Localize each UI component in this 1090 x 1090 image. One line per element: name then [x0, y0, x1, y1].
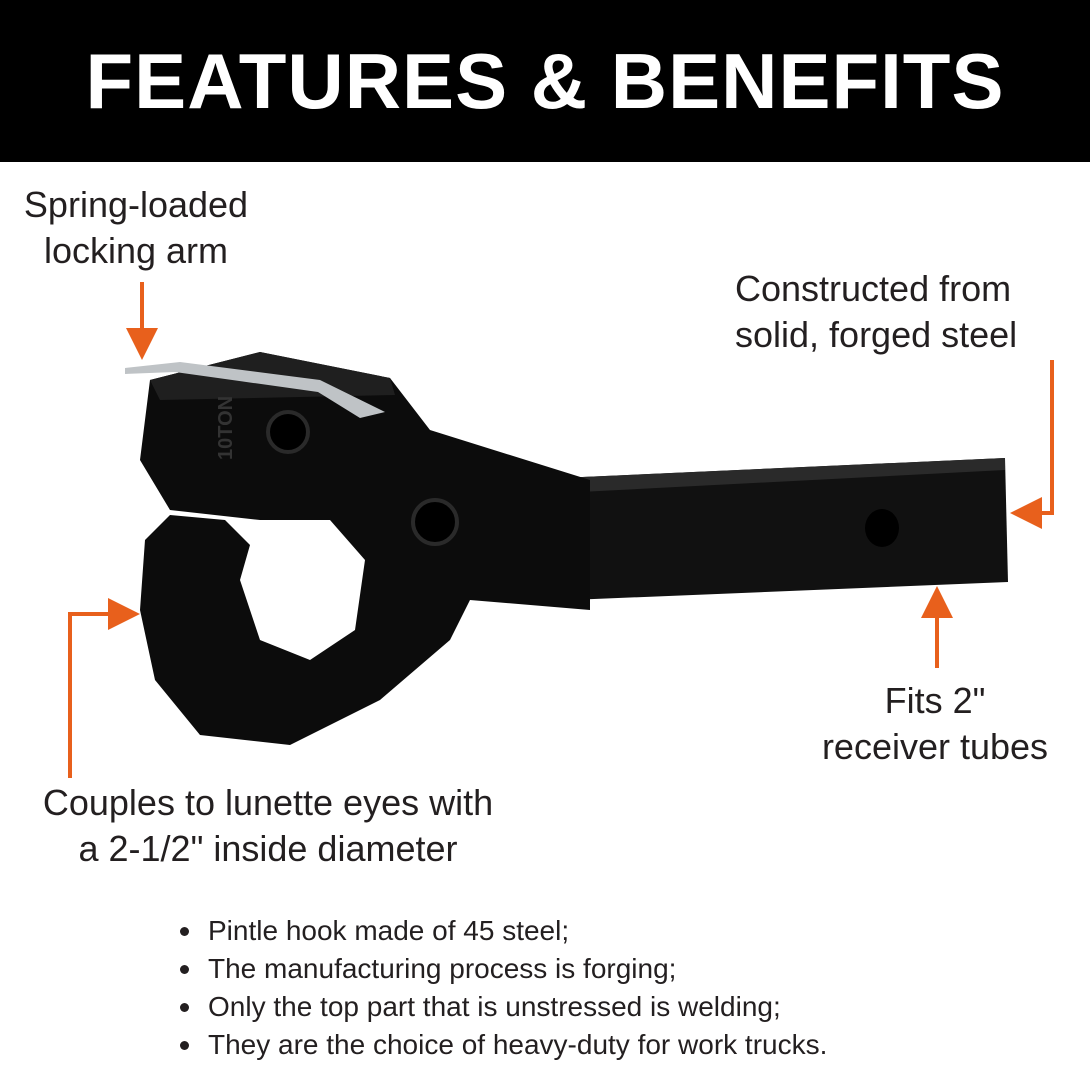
arrow-steel — [1010, 360, 1054, 529]
callout-line: Spring-loaded — [23, 184, 249, 225]
pin-hole — [865, 509, 899, 547]
callout-steel: Constructed from solid, forged steel — [735, 266, 1017, 358]
callout-line: a 2-1/2" inside diameter — [78, 828, 458, 869]
callout-receiver: Fits 2" receiver tubes — [790, 678, 1080, 770]
page-title: FEATURES & BENEFITS — [85, 36, 1005, 125]
feature-list: Pintle hook made of 45 steel; The manufa… — [178, 912, 827, 1064]
list-item: The manufacturing process is forging; — [178, 950, 827, 988]
list-item: They are the choice of heavy-duty for wo… — [178, 1026, 827, 1064]
pintle-hook: 10TON — [125, 352, 590, 745]
callout-lunette: Couples to lunette eyes with a 2-1/2" in… — [0, 780, 536, 872]
callout-locking-arm: Spring-loaded locking arm — [0, 182, 272, 274]
callout-line: Couples to lunette eyes with — [42, 782, 494, 823]
header-banner: FEATURES & BENEFITS — [0, 0, 1090, 162]
callout-line: locking arm — [43, 230, 229, 271]
receiver-shank — [560, 458, 1008, 600]
list-item: Pintle hook made of 45 steel; — [178, 912, 827, 950]
tonnage-marking: 10TON — [215, 396, 237, 460]
list-item: Only the top part that is unstressed is … — [178, 988, 827, 1026]
callout-line: receiver tubes — [821, 726, 1049, 767]
arrow-lunette — [68, 598, 140, 778]
callout-arrows — [68, 282, 1054, 778]
callout-line: Fits 2" — [884, 680, 986, 721]
safety-pin — [125, 362, 385, 418]
callout-line: Constructed from — [735, 268, 1012, 309]
callout-line: solid, forged steel — [735, 314, 1018, 355]
